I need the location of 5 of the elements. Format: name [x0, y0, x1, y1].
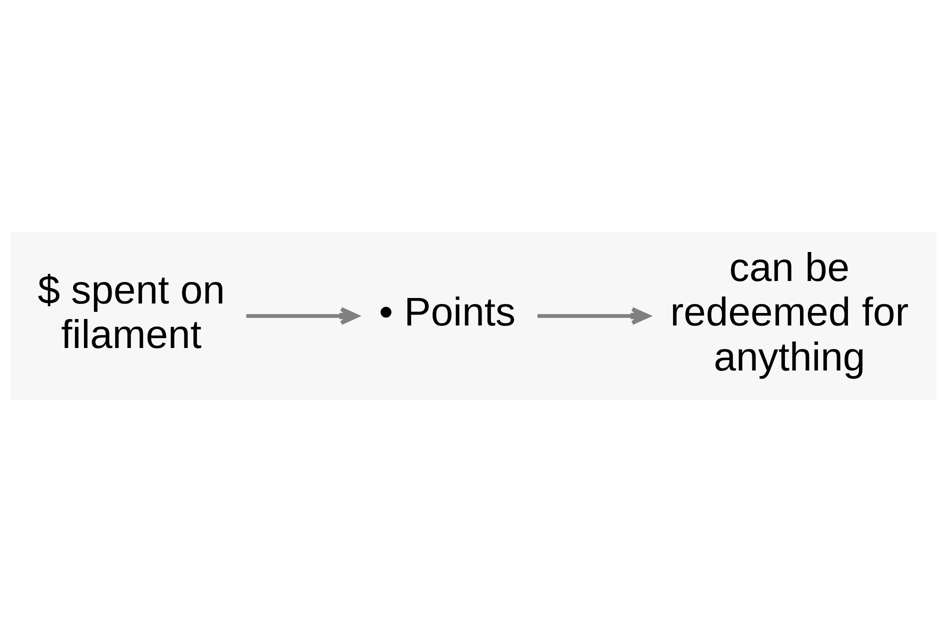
arrow: [538, 306, 650, 324]
node-text: $ spent on filament: [38, 268, 225, 357]
node-text: can be redeemed for anything: [670, 246, 909, 379]
arrow: [246, 306, 359, 324]
node-text: • Points: [379, 290, 516, 334]
